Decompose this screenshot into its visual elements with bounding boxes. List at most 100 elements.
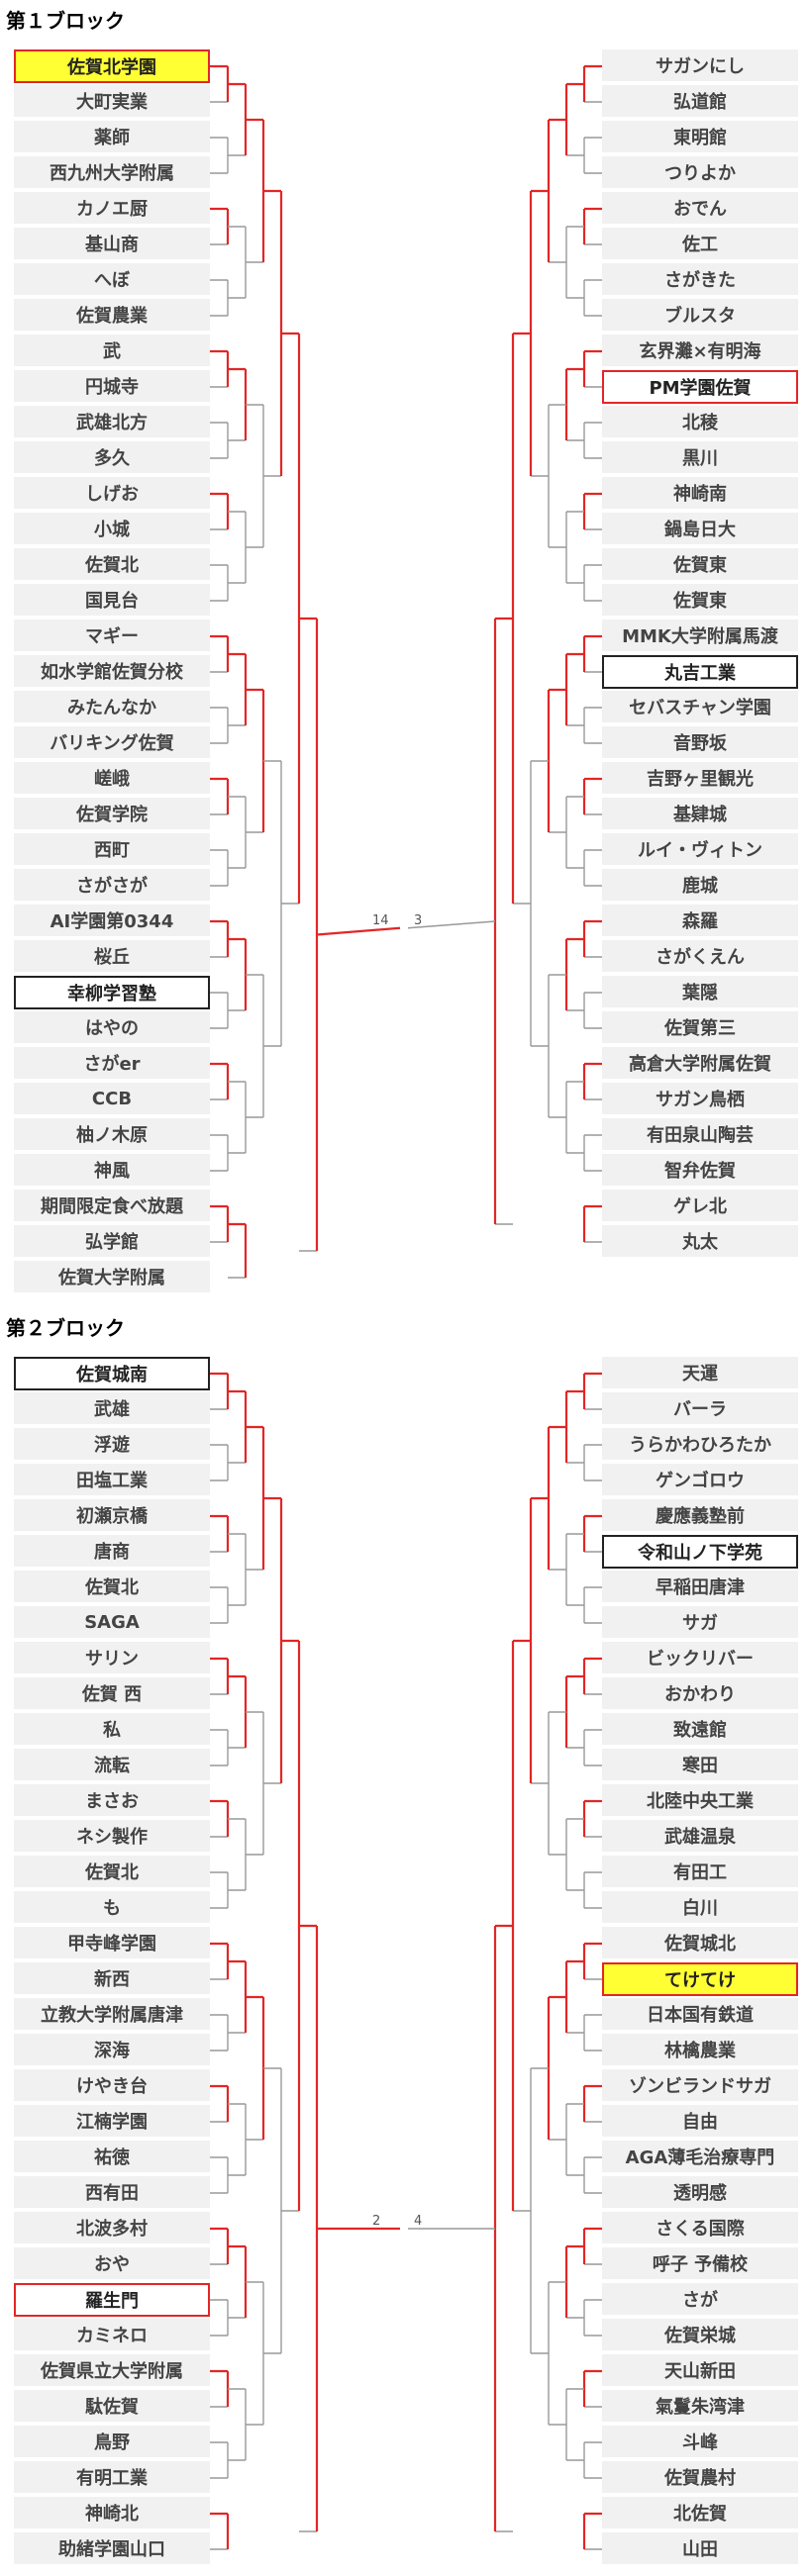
team-cell[interactable]: さが	[602, 2283, 798, 2317]
team-cell[interactable]: 佐賀大学附属	[14, 1261, 210, 1294]
team-cell[interactable]: バーラ	[602, 1392, 798, 1426]
team-cell[interactable]: 鹿城	[602, 869, 798, 903]
team-cell[interactable]: 令和山ノ下学苑	[602, 1535, 798, 1569]
team-cell[interactable]: 呼子 予備校	[602, 2247, 798, 2281]
team-cell[interactable]: 有明工業	[14, 2461, 210, 2495]
team-cell[interactable]: ビックリバー	[602, 1642, 798, 1675]
team-cell[interactable]: 北稜	[602, 406, 798, 439]
team-cell[interactable]: AI学園第0344	[14, 905, 210, 938]
team-cell[interactable]: ブルスタ	[602, 299, 798, 333]
team-cell[interactable]: サリン	[14, 1642, 210, 1675]
team-cell[interactable]: おかわり	[602, 1677, 798, 1711]
team-cell[interactable]: 天運	[602, 1357, 798, 1390]
team-cell[interactable]: 透明感	[602, 2176, 798, 2210]
team-cell[interactable]: マギー	[14, 620, 210, 653]
team-cell[interactable]: 国見台	[14, 584, 210, 618]
team-cell[interactable]: 甲寺峰学園	[14, 1927, 210, 1960]
team-cell[interactable]: ゾンビランドサガ	[602, 2069, 798, 2103]
team-cell[interactable]: 斗峰	[602, 2426, 798, 2459]
team-cell[interactable]: てけてけ	[602, 1962, 798, 1996]
team-cell[interactable]: 鳥野	[14, 2426, 210, 2459]
team-cell[interactable]: 私	[14, 1713, 210, 1747]
team-cell[interactable]: ネシ製作	[14, 1820, 210, 1854]
team-cell[interactable]: 佐賀学院	[14, 798, 210, 831]
team-cell[interactable]: 森羅	[602, 905, 798, 938]
team-cell[interactable]: 小城	[14, 513, 210, 546]
team-cell[interactable]: 佐賀北	[14, 548, 210, 582]
team-cell[interactable]: 佐賀県立大学附属	[14, 2354, 210, 2388]
team-cell[interactable]: サガンにし	[602, 49, 798, 83]
team-cell[interactable]: 北波多村	[14, 2212, 210, 2245]
team-cell[interactable]: はやの	[14, 1011, 210, 1045]
team-cell[interactable]: 如水学館佐賀分校	[14, 655, 210, 689]
team-cell[interactable]: 西町	[14, 833, 210, 867]
team-cell[interactable]: 佐賀栄城	[602, 2319, 798, 2352]
team-cell[interactable]: 音野坂	[602, 726, 798, 760]
team-cell[interactable]: 深海	[14, 2034, 210, 2067]
team-cell[interactable]: 佐賀北	[14, 1856, 210, 1889]
team-cell[interactable]: 山田	[602, 2532, 798, 2566]
team-cell[interactable]: サガ	[602, 1606, 798, 1640]
team-cell[interactable]: 佐賀北	[14, 1571, 210, 1604]
team-cell[interactable]: バリキング佐賀	[14, 726, 210, 760]
team-cell[interactable]: AGA薄毛治療専門	[602, 2141, 798, 2174]
team-cell[interactable]: 薬師	[14, 121, 210, 154]
team-cell[interactable]: しげお	[14, 477, 210, 511]
team-cell[interactable]: へぼ	[14, 263, 210, 297]
team-cell[interactable]: 新西	[14, 1962, 210, 1996]
team-cell[interactable]: 有田泉山陶芸	[602, 1118, 798, 1152]
team-cell[interactable]: 田塩工業	[14, 1464, 210, 1497]
team-cell[interactable]: 浮遊	[14, 1428, 210, 1462]
team-cell[interactable]: 羅生門	[14, 2283, 210, 2317]
team-cell[interactable]: 円城寺	[14, 370, 210, 404]
team-cell[interactable]: 有田工	[602, 1856, 798, 1889]
team-cell[interactable]: 多久	[14, 441, 210, 475]
team-cell[interactable]: さがさが	[14, 869, 210, 903]
team-cell[interactable]: 高倉大学附属佐賀	[602, 1047, 798, 1081]
team-cell[interactable]: 智弁佐賀	[602, 1154, 798, 1188]
team-cell[interactable]: 林檎農業	[602, 2034, 798, 2067]
team-cell[interactable]: 基肄城	[602, 798, 798, 831]
team-cell[interactable]: 丸吉工業	[602, 655, 798, 689]
team-cell[interactable]: 期間限定食べ放題	[14, 1190, 210, 1223]
team-cell[interactable]: 寒田	[602, 1749, 798, 1782]
team-cell[interactable]: まさお	[14, 1784, 210, 1818]
team-cell[interactable]: 基山商	[14, 228, 210, 261]
team-cell[interactable]: 幸柳学習塾	[14, 976, 210, 1009]
team-cell[interactable]: ルイ・ヴィトン	[602, 833, 798, 867]
team-cell[interactable]: セバスチャン学園	[602, 691, 798, 724]
team-cell[interactable]: 流転	[14, 1749, 210, 1782]
team-cell[interactable]: 西九州大学附属	[14, 156, 210, 190]
team-cell[interactable]: 慶應義塾前	[602, 1499, 798, 1533]
team-cell[interactable]: カノエ厨	[14, 192, 210, 226]
team-cell[interactable]: 佐賀東	[602, 548, 798, 582]
team-cell[interactable]: 神風	[14, 1154, 210, 1188]
team-cell[interactable]: 佐賀東	[602, 584, 798, 618]
team-cell[interactable]: CCB	[14, 1083, 210, 1116]
team-cell[interactable]: さくる国際	[602, 2212, 798, 2245]
team-cell[interactable]: 唐商	[14, 1535, 210, 1569]
team-cell[interactable]: 佐賀農村	[602, 2461, 798, 2495]
team-cell[interactable]: MMK大学附属馬渡	[602, 620, 798, 653]
team-cell[interactable]: 氣鬘朱湾津	[602, 2390, 798, 2424]
team-cell[interactable]: 玄界灘×有明海	[602, 334, 798, 368]
team-cell[interactable]: も	[14, 1891, 210, 1925]
team-cell[interactable]: 佐賀北学園	[14, 49, 210, 83]
team-cell[interactable]: ゲレ北	[602, 1190, 798, 1223]
team-cell[interactable]: 立教大学附属唐津	[14, 1998, 210, 2032]
team-cell[interactable]: けやき台	[14, 2069, 210, 2103]
team-cell[interactable]: おや	[14, 2247, 210, 2281]
team-cell[interactable]: 神崎南	[602, 477, 798, 511]
team-cell[interactable]: 桜丘	[14, 940, 210, 974]
team-cell[interactable]: 嵯峨	[14, 762, 210, 796]
team-cell[interactable]: みたんなか	[14, 691, 210, 724]
team-cell[interactable]: 佐賀農業	[14, 299, 210, 333]
team-cell[interactable]: 鍋島日大	[602, 513, 798, 546]
team-cell[interactable]: サガン鳥栖	[602, 1083, 798, 1116]
team-cell[interactable]: うらかわひろたか	[602, 1428, 798, 1462]
team-cell[interactable]: 駄佐賀	[14, 2390, 210, 2424]
team-cell[interactable]: 致遠館	[602, 1713, 798, 1747]
team-cell[interactable]: 丸太	[602, 1225, 798, 1259]
team-cell[interactable]: 大町実業	[14, 85, 210, 119]
team-cell[interactable]: 武雄北方	[14, 406, 210, 439]
